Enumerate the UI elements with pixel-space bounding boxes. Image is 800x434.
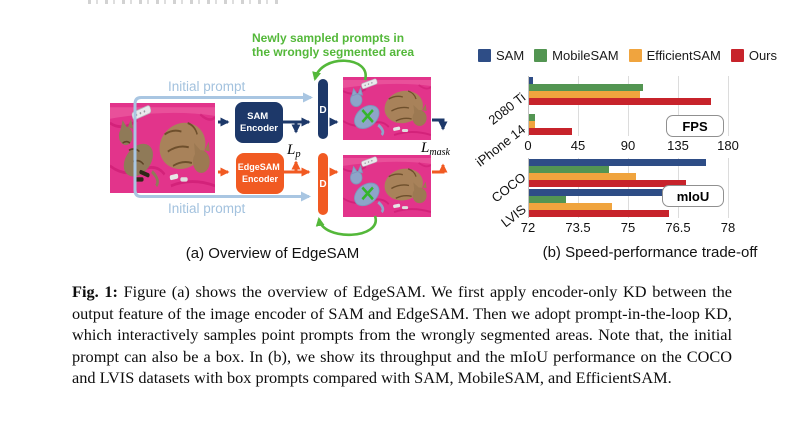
- fps-chart-plot: 0 45 90 135 180: [524, 76, 740, 153]
- legend-item-sam: SAM: [478, 48, 524, 63]
- legend-label: Ours: [748, 48, 777, 63]
- legend-swatch-mobilesam: [534, 49, 548, 62]
- note-newly-sampled-line1: Newly sampled prompts in: [252, 31, 404, 45]
- legend-item-efficientsam: EfficientSAM: [628, 48, 721, 63]
- axis-tick-label: 73.5: [565, 220, 591, 235]
- bar-ours-coco: [529, 180, 686, 187]
- panel-a-caption: (a) Overview of EdgeSAM: [185, 245, 360, 262]
- input-image: [110, 103, 215, 193]
- sam-decoder-label: D: [319, 105, 326, 116]
- figure-caption-body: Figure (a) shows the overview of EdgeSAM…: [72, 282, 733, 388]
- bar-ours-lvis: [529, 210, 669, 217]
- legend-label: SAM: [496, 48, 525, 63]
- prompt-loop-arrow-top: [312, 59, 367, 81]
- bar-mobilesam-coco: [529, 166, 609, 173]
- legend-label: EfficientSAM: [646, 48, 721, 63]
- edgesam-encoder-label: EdgeSAM Encoder: [238, 162, 283, 184]
- initial-prompt-arrow-bottom: [133, 145, 311, 202]
- figure-caption: Fig. 1: Figure (a) shows the overview of…: [72, 281, 732, 389]
- legend-swatch-sam: [478, 49, 491, 62]
- edgesam-encoder-box: [236, 153, 284, 194]
- bar-efficientsam-coco: [529, 173, 636, 180]
- bar-ours-2080-ti: [529, 98, 712, 105]
- gridline: [528, 76, 529, 136]
- bar-mobilesam-lvis: [529, 196, 566, 203]
- axis-tick-label: 45: [570, 138, 586, 153]
- bar-efficientsam-2080-ti: [529, 91, 641, 98]
- bar-sam-coco: [529, 159, 706, 166]
- axis-tick-label: 180: [717, 138, 739, 153]
- gridline: [628, 76, 629, 136]
- legend-swatch-ours: [730, 49, 744, 62]
- chart-legend: SAM MobileSAM EfficientSAM Ours: [455, 48, 800, 63]
- legend-item-mobilesam: MobileSAM: [534, 48, 619, 63]
- fps-badge: FPS: [666, 115, 724, 137]
- edgesam-decoder-label: D: [319, 179, 326, 190]
- initial-prompt-label-bottom: Initial prompt: [168, 201, 246, 216]
- category-label: 2080 Ti: [485, 89, 529, 128]
- legend-swatch-efficientsam: [628, 49, 642, 62]
- axis-tick-label: 90: [620, 138, 636, 153]
- category-label: LVIS: [497, 201, 529, 231]
- prompt-loop-arrow-bottom: [315, 215, 377, 237]
- arrow-edgesam-output-to-lmask: [432, 163, 448, 174]
- bar-ours-iphone-14: [529, 128, 573, 135]
- bar-sam-2080-ti: [529, 77, 534, 84]
- bar-sam-lvis: [529, 189, 723, 196]
- gridline: [678, 76, 679, 136]
- sam-output-image: [343, 77, 431, 140]
- legend-label: MobileSAM: [552, 48, 619, 63]
- loss-lp-label: Lp: [286, 142, 301, 160]
- edgesam-overview-diagram: Newly sampled prompts in the wrongly seg…: [75, 31, 450, 237]
- edgesam-output-image: [343, 155, 431, 217]
- cropped-text-artifact: [88, 0, 283, 4]
- axis-tick-label: 75: [620, 220, 636, 235]
- miou-badge: mIoU: [662, 185, 724, 207]
- bar-mobilesam-2080-ti: [529, 84, 644, 91]
- loss-lmask-label: Lmask: [420, 140, 450, 158]
- bar-mobilesam-iphone-14: [529, 114, 535, 121]
- sam-encoder-label: SAM Encoder: [240, 111, 278, 134]
- edgesam-decoder-pill: [318, 153, 328, 215]
- category-label: COCO: [488, 169, 529, 206]
- axis-tick-label: 76.5: [665, 220, 691, 235]
- gridline: [528, 158, 529, 218]
- gridline: [578, 76, 579, 136]
- axis-tick-label: 135: [667, 138, 689, 153]
- arrow-sam-output-to-lmask: [432, 118, 448, 131]
- axis-tick-label: 78: [720, 220, 736, 235]
- miou-chart-plot: 72 73.5 75 76.5 78: [521, 158, 740, 235]
- gridline: [578, 158, 579, 218]
- sam-decoder-pill: [318, 79, 328, 139]
- note-newly-sampled-line2: the wrongly segmented area: [252, 45, 414, 59]
- bar-efficientsam-lvis: [529, 203, 613, 210]
- initial-prompt-label-top: Initial prompt: [168, 79, 246, 94]
- gridline: [728, 158, 729, 218]
- sam-encoder-box: [235, 102, 283, 143]
- gridline: [678, 158, 679, 218]
- legend-item-ours: Ours: [730, 48, 777, 63]
- initial-prompt-arrow-top: [133, 92, 313, 145]
- gridline: [728, 76, 729, 136]
- axis-tick-label: 72: [520, 220, 536, 235]
- category-label: iPhone 14: [473, 121, 529, 170]
- bar-efficientsam-iphone-14: [529, 121, 535, 128]
- panel-b-caption: (b) Speed-performance trade-off: [542, 244, 758, 261]
- figure-caption-label: Fig. 1:: [72, 282, 118, 301]
- gridline: [628, 158, 629, 218]
- axis-tick-label: 0: [524, 138, 532, 153]
